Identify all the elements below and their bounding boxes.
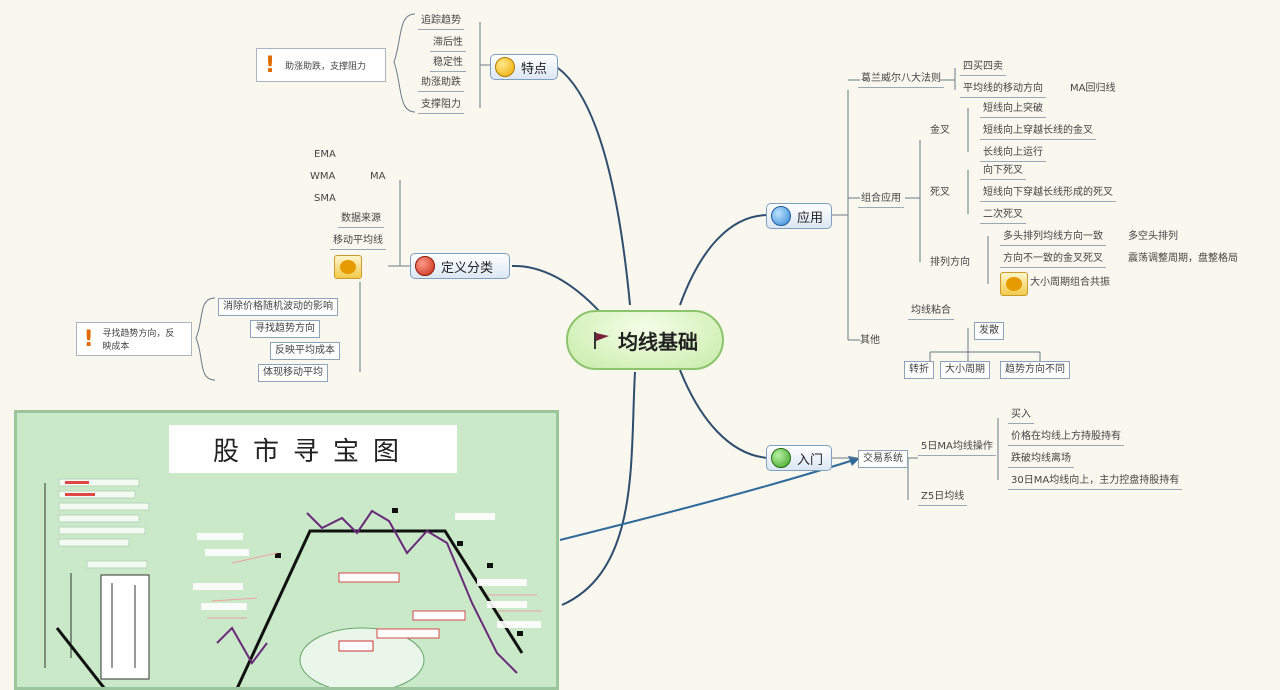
- def-item-0: 数据来源: [338, 212, 384, 228]
- central-topic-label: 均线基础: [618, 329, 698, 354]
- def-item-1: 移动平均线: [330, 234, 386, 250]
- app-group3-bottom-2: 趋势方向不同: [1000, 361, 1070, 379]
- principle-icon: [334, 255, 362, 279]
- intro-g1-item-3: 30日MA均线向上，主力控盘持股持有: [1008, 474, 1183, 490]
- arrange-item-2: 大小周期组合共振: [1030, 277, 1110, 288]
- central-topic[interactable]: 均线基础: [566, 310, 724, 370]
- app-group3-bottom-0: 转折: [904, 361, 934, 379]
- definition-note: ! 寻找趋势方向，反映成本: [76, 322, 192, 356]
- topic-application[interactable]: 应用: [766, 203, 832, 229]
- app-group3-label: 其他: [860, 335, 880, 346]
- intro-g1-item-2: 跌破均线离场: [1008, 452, 1074, 468]
- golden-cross-label: 金叉: [930, 125, 950, 136]
- def-ma-label: MA: [370, 171, 386, 182]
- features-note-text: 助涨助跌，支撑阻力: [285, 61, 367, 72]
- dead-item-2: 二次死叉: [980, 208, 1026, 224]
- app-group3-bottom-1: 大小周期: [940, 361, 990, 379]
- exclamation-icon: !: [83, 326, 94, 352]
- topic-intro-label: 入门: [797, 452, 824, 468]
- app-group1-label: 葛兰威尔八大法则: [858, 72, 944, 88]
- def-type-sma: SMA: [314, 193, 336, 204]
- arrange-item-1: 方向不一致的金叉死叉: [1000, 252, 1106, 268]
- intro-g2: Z5日均线: [918, 490, 968, 506]
- intro-sub: 交易系统: [858, 450, 908, 468]
- flag-icon: [594, 332, 609, 349]
- stock-treasure-map-image: 股市寻宝图: [14, 410, 559, 690]
- topic-intro[interactable]: 入门: [766, 445, 832, 471]
- arrow-down-icon: [771, 448, 791, 468]
- topic-definition[interactable]: 定义分类: [410, 253, 510, 279]
- intro-g1-item-1: 价格在均线上方持股持有: [1008, 430, 1124, 446]
- number-icon: [415, 256, 435, 276]
- topic-features[interactable]: 特点: [490, 54, 558, 80]
- intro-g1-item-0: 买入: [1008, 408, 1034, 424]
- topic-definition-label: 定义分类: [441, 260, 494, 276]
- exclamation-icon: !: [264, 52, 276, 78]
- arrange-side-2: 震荡调整周期，盘整格局: [1128, 253, 1238, 264]
- features-item-4: 支撑阻力: [418, 98, 464, 114]
- golden-item-0: 短线向上突破: [980, 102, 1046, 118]
- app-group2-label: 组合应用: [858, 192, 904, 208]
- arrange-item-0: 多头排列均线方向一致: [1000, 230, 1106, 246]
- dead-item-1: 短线向下穿越长线形成的死叉: [980, 186, 1116, 202]
- features-note: ! 助涨助跌，支撑阻力: [256, 48, 386, 82]
- principle-item-3: 体现移动平均: [258, 364, 328, 382]
- topic-application-label: 应用: [797, 210, 824, 226]
- golden-item-1: 短线向上穿越长线的金叉: [980, 124, 1096, 140]
- principle-item-2: 反映平均成本: [270, 342, 340, 360]
- principle-item-1: 寻找趋势方向: [250, 320, 320, 338]
- intro-g1: 5日MA均线操作: [918, 440, 996, 456]
- app-group3-mid: 发散: [974, 322, 1004, 340]
- features-item-2: 稳定性: [430, 56, 466, 72]
- smile-icon: [495, 57, 515, 77]
- golden-item-2: 长线向上运行: [980, 146, 1046, 162]
- combo-icon: [1000, 272, 1028, 296]
- arrange-label: 排列方向: [930, 257, 970, 268]
- dead-cross-label: 死叉: [930, 187, 950, 198]
- app-group1-extra: MA回归线: [1070, 83, 1116, 94]
- app-group1-item-1: 平均线的移动方向: [960, 82, 1046, 98]
- poster-chart-graphic: [44, 478, 542, 687]
- def-type-ema: EMA: [314, 149, 336, 160]
- app-group3-top: 均线粘合: [908, 304, 954, 320]
- features-item-3: 助涨助跌: [418, 76, 464, 92]
- dead-item-0: 向下死叉: [980, 164, 1026, 180]
- features-item-0: 追踪趋势: [418, 14, 464, 30]
- def-type-wma: WMA: [310, 171, 336, 182]
- principle-item-0: 消除价格随机波动的影响: [218, 298, 338, 316]
- poster-title: 股市寻宝图: [169, 425, 457, 473]
- topic-features-label: 特点: [521, 61, 548, 77]
- clock-icon: [771, 206, 791, 226]
- features-item-1: 滞后性: [430, 36, 466, 52]
- app-group1-item-0: 四买四卖: [960, 60, 1006, 76]
- arrange-side-1: 多空头排列: [1128, 231, 1178, 242]
- definition-note-text: 寻找趋势方向，反映成本: [102, 329, 175, 352]
